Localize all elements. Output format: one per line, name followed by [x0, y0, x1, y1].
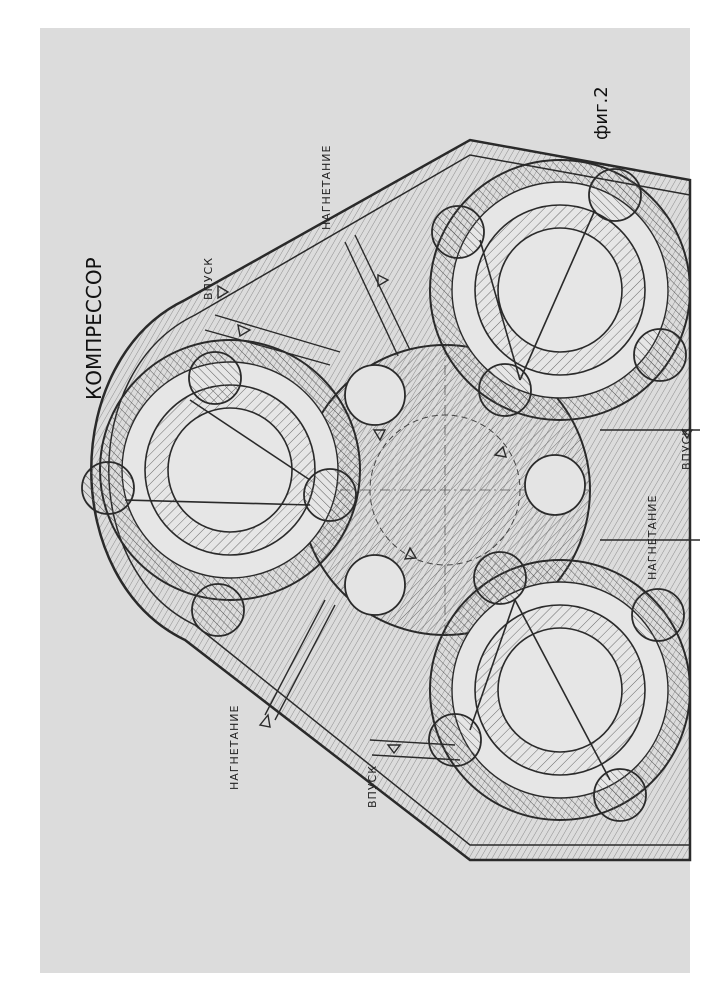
- label-discharge-bottom: НАГНЕТАНИЕ: [228, 705, 241, 790]
- label-intake-top: ВПУСК: [202, 257, 215, 300]
- label-discharge-top: НАГНЕТАНИЕ: [320, 145, 333, 230]
- satellite-rotor-top: [430, 160, 690, 420]
- figure-label: фиг.2: [591, 86, 612, 140]
- page-title: КОМПРЕССОР: [82, 257, 106, 400]
- label-intake-bottom: ВПУСК: [366, 765, 379, 808]
- label-partial-right: НАГНЕТАНИЕ: [646, 495, 659, 580]
- label-intake-right: ВПУСК: [680, 427, 693, 470]
